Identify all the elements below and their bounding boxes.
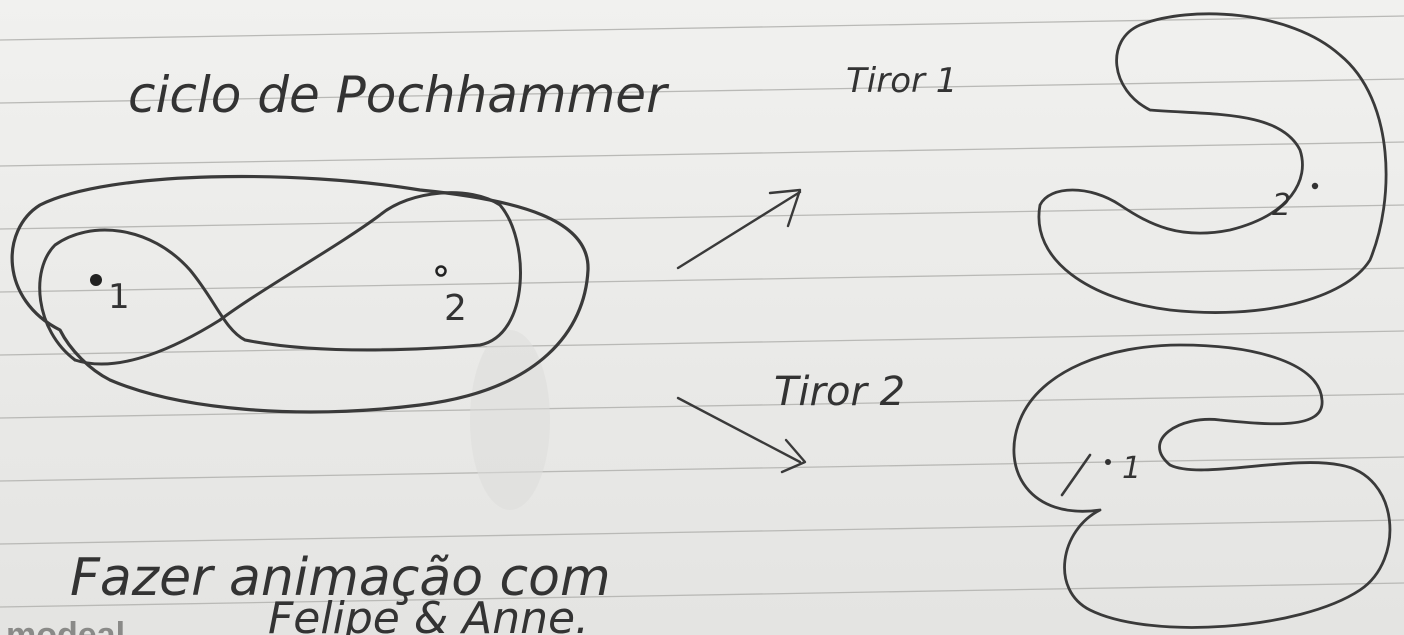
rule-line — [0, 78, 1404, 104]
pochhammer-inner-loop — [38, 191, 522, 362]
rule-line — [0, 204, 1404, 230]
arrow-to-tiror-1 — [676, 190, 802, 270]
tiror-1-figure — [1037, 12, 1388, 314]
pochhammer-outer-loop — [10, 174, 590, 414]
arrow-head-up — [768, 188, 802, 228]
rule-line — [0, 15, 1404, 41]
ruled-lines — [0, 15, 1404, 608]
point-2-label: 2 — [444, 288, 467, 329]
tiror-2-figure — [1012, 343, 1392, 629]
rule-line — [0, 456, 1404, 482]
rule-line — [0, 519, 1404, 545]
tiror-1-point-label: 2 — [1272, 188, 1291, 223]
tiror-2-tick — [1060, 453, 1092, 497]
arrow-to-tiror-2 — [676, 396, 802, 464]
pochhammer-crossing — [73, 318, 222, 366]
tiror-1-point-dot — [1311, 182, 1319, 190]
arrow-head-down — [780, 438, 807, 474]
page-title: ciclo de Pochhammer — [128, 66, 670, 124]
rule-line — [0, 141, 1404, 167]
rule-line — [0, 393, 1404, 419]
tiror-2-point-label: 1 — [1122, 451, 1141, 486]
tiror-2-point-dot — [1105, 459, 1111, 465]
point-1-label: 1 — [108, 277, 130, 317]
point-1-dot — [90, 274, 102, 286]
note-line-2: Felipe & Anne. — [268, 593, 589, 635]
rule-line — [0, 582, 1404, 608]
tiror-2-label: Tiror 2 — [774, 369, 905, 415]
rule-line — [0, 267, 1404, 293]
corner-stamp: modeal — [6, 616, 125, 635]
note-line-1: Fazer animação com — [70, 548, 611, 608]
paper-smudge — [470, 330, 550, 510]
rule-line — [0, 330, 1404, 356]
point-2-dot — [435, 265, 447, 277]
tiror-1-label: Tiror 1 — [846, 61, 957, 101]
